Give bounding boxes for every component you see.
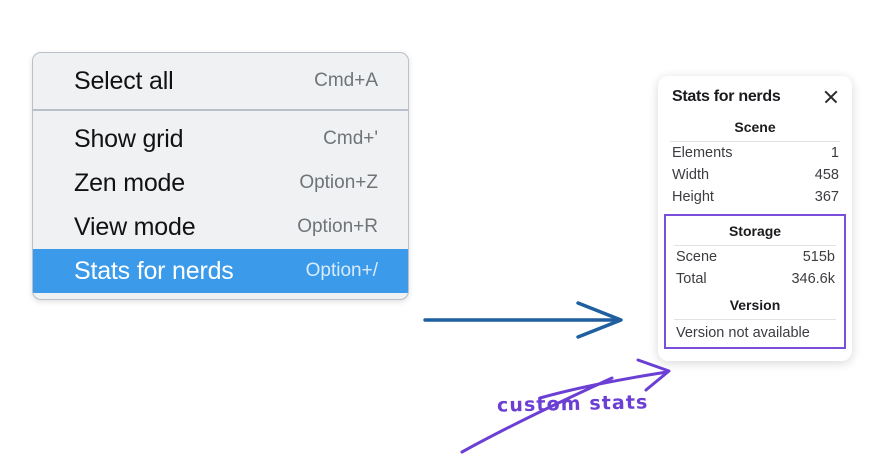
- menu-item-shortcut: Option+/: [305, 260, 378, 281]
- stats-row-value: 515b: [802, 249, 835, 265]
- context-menu[interactable]: Select all Cmd+A Show grid Cmd+' Zen mod…: [32, 52, 409, 300]
- menu-item-shortcut: Cmd+': [323, 128, 378, 149]
- stats-panel-header: Stats for nerds: [668, 86, 842, 112]
- stats-panel-title: Stats for nerds: [672, 88, 781, 105]
- stats-row-height: Height 367: [668, 186, 842, 208]
- menu-item-label: Select all: [74, 66, 174, 95]
- stats-row-storage-scene: Scene 515b: [672, 246, 838, 268]
- stats-row-key: Total: [676, 271, 707, 287]
- stats-row-key: Width: [672, 167, 710, 183]
- stats-row-value: 346.6k: [791, 271, 835, 287]
- stats-row-key: Height: [672, 189, 714, 205]
- scene-divider: [670, 141, 840, 142]
- scene-section-heading: Scene: [734, 119, 776, 135]
- menu-section-1: Select all Cmd+A: [33, 53, 408, 109]
- stats-section-version: Version Version not available: [672, 290, 838, 343]
- menu-item-shortcut: Option+R: [297, 216, 378, 237]
- storage-section-heading: Storage: [728, 223, 782, 239]
- stats-for-nerds-panel: Stats for nerds Scene Elements 1 Width 4…: [658, 76, 852, 361]
- stats-section-scene: Scene Elements 1 Width 458 Height 367: [668, 112, 842, 208]
- stats-row-value: 367: [814, 189, 839, 205]
- close-icon[interactable]: [822, 88, 840, 106]
- menu-item-zen-mode[interactable]: Zen mode Option+Z: [33, 161, 408, 205]
- stats-row-value: 1: [830, 145, 839, 161]
- menu-item-stats-for-nerds[interactable]: Stats for nerds Option+/: [33, 249, 408, 293]
- custom-stats-annotation-label: custom stats: [496, 391, 649, 417]
- version-divider: [674, 319, 836, 320]
- stats-row-key: Scene: [676, 249, 718, 265]
- menu-item-label: Zen mode: [74, 168, 185, 197]
- stats-row-key: Elements: [672, 145, 733, 161]
- menu-item-view-mode[interactable]: View mode Option+R: [33, 205, 408, 249]
- storage-divider: [674, 245, 836, 246]
- stats-section-storage: Storage Scene 515b Total 346.6k: [672, 216, 838, 290]
- menu-item-select-all[interactable]: Select all Cmd+A: [33, 59, 408, 103]
- stats-row-storage-total: Total 346.6k: [672, 268, 838, 290]
- stats-row-elements: Elements 1: [668, 142, 842, 164]
- menu-item-label: View mode: [74, 212, 196, 241]
- menu-item-label: Show grid: [74, 124, 184, 153]
- menu-item-shortcut: Option+Z: [299, 172, 378, 193]
- menu-item-show-grid[interactable]: Show grid Cmd+': [33, 117, 408, 161]
- version-section-heading: Version: [729, 297, 781, 313]
- menu-item-label: Stats for nerds: [74, 256, 234, 285]
- version-text: Version not available: [676, 325, 810, 341]
- custom-stats-highlight-box: Storage Scene 515b Total 346.6k Version …: [664, 214, 846, 349]
- menu-section-2: Show grid Cmd+' Zen mode Option+Z View m…: [33, 109, 408, 299]
- menu-item-shortcut: Cmd+A: [314, 70, 378, 91]
- stats-row-value: 458: [814, 167, 839, 183]
- stats-row-width: Width 458: [668, 164, 842, 186]
- arrow-right-icon: [423, 301, 623, 339]
